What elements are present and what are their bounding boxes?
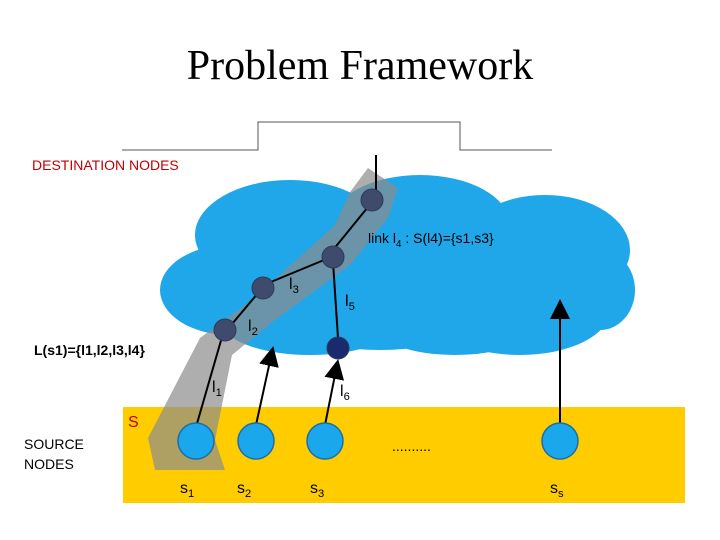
link-l2-label: l2: [248, 318, 258, 339]
source-node-s3: [306, 422, 344, 460]
router-node-top: [360, 188, 384, 212]
destination-bracket: [122, 121, 552, 151]
source-node-s1: [177, 422, 215, 460]
destination-label: DESTINATION NODES: [32, 157, 179, 173]
link-l1: [195, 336, 223, 428]
source-s1-label: s1: [180, 480, 195, 501]
link-l6: [324, 359, 345, 426]
link-l3: [265, 259, 325, 285]
source-node-s2: [237, 422, 275, 460]
link-s2-up: [255, 346, 279, 426]
router-node-l3: [251, 276, 275, 300]
link-l4-label: link l4 : S(l4)={s1,s3}: [368, 230, 494, 250]
source-s3-label: s3: [310, 480, 325, 501]
link-l5-label: l5: [345, 293, 355, 314]
router-node-l2: [213, 318, 237, 342]
source-set-label: S: [128, 414, 139, 431]
link-l5: [332, 261, 339, 339]
router-node-l6: [326, 336, 350, 360]
source-ss-label: ss: [550, 480, 564, 501]
ellipsis-label: ..........: [392, 438, 431, 454]
link-l6-label: l6: [340, 383, 350, 404]
source-nodes-label: SOURCE NODES: [24, 436, 84, 472]
path-set-label: L(s1)={l1,l2,l3,l4}: [34, 342, 145, 358]
link-l4: [332, 206, 369, 251]
source-s2-label: s2: [237, 480, 252, 501]
link-l3-label: l3: [289, 276, 299, 297]
path-highlight-s1: [148, 168, 398, 470]
source-node-ss: [541, 422, 579, 460]
page-title: Problem Framework: [186, 43, 534, 89]
router-node-l4: [321, 245, 345, 269]
link-l1-label: l1: [212, 379, 222, 400]
